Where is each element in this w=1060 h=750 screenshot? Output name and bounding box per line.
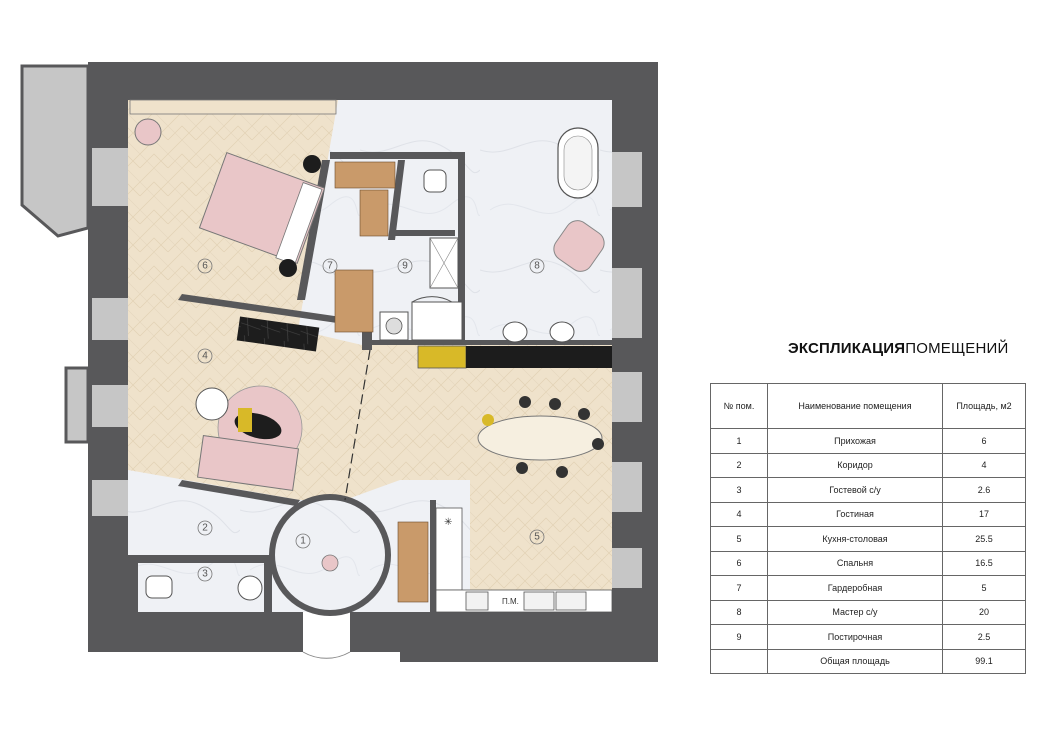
dining-chair-icon xyxy=(482,396,604,478)
window-seat xyxy=(129,99,337,115)
cell-area: 5 xyxy=(942,575,1026,601)
svg-text:8: 8 xyxy=(534,261,540,272)
cell-number xyxy=(710,648,768,674)
kitchen-cabinets-bottom xyxy=(435,507,613,613)
cell-number: 8 xyxy=(710,599,768,625)
room-label-8: 8 xyxy=(529,258,545,274)
balcony-left-upper xyxy=(20,64,90,238)
cell-area: 20 xyxy=(942,599,1026,625)
table-header-row: № пом. Наименование помещения Площадь, м… xyxy=(710,383,1026,429)
washing-machine-icon xyxy=(379,311,409,341)
shower-icon xyxy=(411,237,463,341)
cell-number: 4 xyxy=(710,501,768,527)
svg-text:9: 9 xyxy=(402,261,408,272)
nightstand-icon xyxy=(279,155,321,277)
svg-text:4: 4 xyxy=(202,351,208,362)
sofa-icon xyxy=(196,434,300,492)
svg-text:3: 3 xyxy=(202,569,208,580)
kitchen-cabinets-top xyxy=(417,345,612,369)
legend-title-bold: ЭКСПЛИКАЦИЯ xyxy=(788,340,906,357)
cell-number: 6 xyxy=(710,550,768,576)
header-number: № пом. xyxy=(710,383,768,429)
cell-area: 4 xyxy=(942,452,1026,478)
entry-hall-round xyxy=(269,494,391,616)
legend-title-rest: ПОМЕЩЕНИЙ xyxy=(905,340,1009,357)
table-total-row: Общая площадь 99.1 xyxy=(710,648,1026,674)
lounge-chair-icon xyxy=(234,408,282,440)
room-label-7: 7 xyxy=(322,258,338,274)
room-label-3: 3 xyxy=(197,566,213,582)
cell-room-name: Прихожая xyxy=(767,428,943,454)
cell-room-name: Гардеробная xyxy=(767,575,943,601)
cell-room-name: Кухня-столовая xyxy=(767,526,943,552)
table-row: 4 Гостиная 17 xyxy=(710,501,1026,527)
table-row: 7 Гардеробная 5 xyxy=(710,575,1026,601)
cell-room-name: Гостевой с/у xyxy=(767,477,943,503)
cell-room-name: Коридор xyxy=(767,452,943,478)
dining-table-icon xyxy=(477,415,603,461)
table-row: 9 Постирочная 2.5 xyxy=(710,624,1026,650)
header-area: Площадь, м2 xyxy=(942,383,1026,429)
room-label-2: 2 xyxy=(197,520,213,536)
cell-room-name: Гостиная xyxy=(767,501,943,527)
header-room-name: Наименование помещения xyxy=(767,383,943,429)
sink-icon xyxy=(502,321,575,343)
explication-table: № пом. Наименование помещения Площадь, м… xyxy=(710,383,1026,674)
appliance-label: П.М. xyxy=(502,597,519,606)
partition-dashed xyxy=(344,349,371,501)
cell-number: 1 xyxy=(710,428,768,454)
legend-title: ЭКСПЛИКАЦИЯПОМЕЩЕНИЙ xyxy=(788,340,1008,357)
floor-plan: П.М. ✳ xyxy=(20,62,658,662)
cell-area: 2.6 xyxy=(942,477,1026,503)
cell-room-name: Спальня xyxy=(767,550,943,576)
cell-area: 2.5 xyxy=(942,624,1026,650)
cell-total-area: 99.1 xyxy=(942,648,1026,674)
cell-number: 5 xyxy=(710,526,768,552)
svg-text:5: 5 xyxy=(534,532,540,543)
cell-room-name: Мастер с/у xyxy=(767,599,943,625)
table-row: 6 Спальня 16.5 xyxy=(710,550,1026,576)
cell-total-label: Общая площадь xyxy=(767,648,943,674)
table-row: 5 Кухня-столовая 25.5 xyxy=(710,526,1026,552)
table-row: 3 Гостевой с/у 2.6 xyxy=(710,477,1026,503)
room-label-9: 9 xyxy=(397,258,413,274)
svg-text:6: 6 xyxy=(202,261,208,272)
cell-area: 16.5 xyxy=(942,550,1026,576)
table-row: 1 Прихожая 6 xyxy=(710,428,1026,454)
cell-number: 2 xyxy=(710,452,768,478)
room-label-5: 5 xyxy=(529,529,545,545)
cell-room-name: Постирочная xyxy=(767,624,943,650)
pouf-icon xyxy=(134,118,162,146)
armchair-checkered-icon xyxy=(195,387,229,421)
cell-number: 3 xyxy=(710,477,768,503)
cell-area: 17 xyxy=(942,501,1026,527)
balcony-left-lower xyxy=(64,366,90,444)
windows xyxy=(92,148,642,588)
room-label-1: 1 xyxy=(295,533,311,549)
wardrobe-shelves xyxy=(334,161,429,603)
cell-number: 7 xyxy=(710,575,768,601)
table-row: 2 Коридор 4 xyxy=(710,452,1026,478)
armchair-pink-icon xyxy=(553,220,605,272)
cell-number: 9 xyxy=(710,624,768,650)
room-label-4: 4 xyxy=(197,348,213,364)
bathtub-icon xyxy=(557,127,599,199)
cell-area: 6 xyxy=(942,428,1026,454)
room-label-6: 6 xyxy=(197,258,213,274)
svg-text:7: 7 xyxy=(327,261,333,272)
entry-door-icon xyxy=(302,651,351,659)
toilet-icon xyxy=(145,169,447,599)
cell-area: 25.5 xyxy=(942,526,1026,552)
bed-icon xyxy=(198,151,326,266)
svg-text:2: 2 xyxy=(202,523,208,534)
table-row: 8 Мастер с/у 20 xyxy=(710,599,1026,625)
svg-text:1: 1 xyxy=(300,536,306,547)
fireplace-icon xyxy=(236,316,320,352)
star-icon: ✳ xyxy=(444,517,452,528)
guest-sink-icon xyxy=(237,575,263,601)
